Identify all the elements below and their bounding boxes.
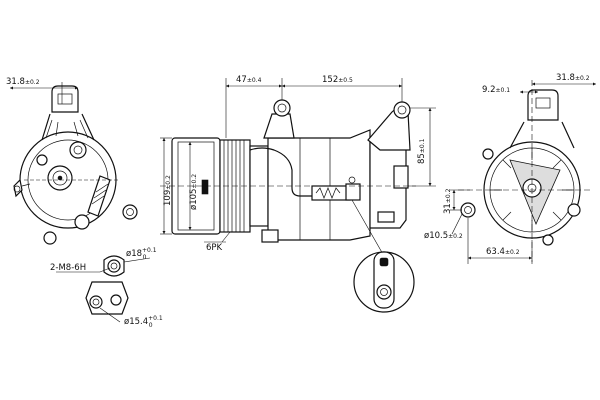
connector-screw bbox=[348, 176, 356, 184]
detail-pin bbox=[379, 257, 389, 267]
detail-port-inner bbox=[380, 288, 388, 296]
belt-label: 6PK bbox=[206, 243, 223, 253]
outer-dia-label: 109±0.2 bbox=[163, 175, 173, 206]
port-dia-1-leader bbox=[123, 257, 151, 263]
bolt-spacing-label: 63.4±0.2 bbox=[486, 247, 520, 257]
side-view: 47±0.4 152±0.5 85±0.1 109±0.2 ø105±0.2 6… bbox=[160, 75, 436, 257]
wire-spring bbox=[315, 187, 341, 199]
wire-harness bbox=[249, 147, 340, 197]
rear-mount-hole bbox=[393, 101, 411, 119]
left-top-ribs-inner bbox=[45, 119, 89, 139]
mount-height-label: 85±0.1 bbox=[417, 138, 427, 164]
detail-port bbox=[376, 284, 392, 300]
front-mount-ear bbox=[263, 113, 295, 139]
front-offset-label: 47±0.4 bbox=[236, 75, 262, 85]
port-upper-hole bbox=[107, 259, 121, 273]
left-hub-center bbox=[57, 175, 63, 181]
port-dia-2-leader bbox=[99, 307, 121, 323]
right-small-label: 9.2±0.1 bbox=[482, 85, 510, 95]
left-top-mount-slot bbox=[57, 93, 73, 105]
left-view: 31.8±0.2 bbox=[6, 77, 138, 245]
pulley-clutch-mark bbox=[201, 179, 209, 195]
left-hub-inner bbox=[52, 170, 68, 186]
port-upper-hole-inner bbox=[110, 262, 118, 270]
right-top-ribs bbox=[509, 121, 575, 149]
left-bolt-3-inner bbox=[126, 208, 134, 216]
left-bolt-1 bbox=[36, 154, 48, 166]
pulley-dia-label: ø105±0.2 bbox=[189, 174, 199, 210]
detail-leader bbox=[351, 199, 385, 257]
left-fitting-thread bbox=[91, 183, 109, 205]
left-top-ribs bbox=[41, 113, 95, 141]
wire-connector bbox=[311, 185, 351, 201]
right-bolt-left bbox=[460, 202, 476, 218]
right-bolt-right bbox=[567, 203, 581, 217]
right-bolt-bottom bbox=[542, 234, 554, 246]
left-top-mount bbox=[51, 85, 79, 113]
left-side-ear bbox=[13, 178, 23, 198]
thread-leader bbox=[99, 267, 111, 273]
front-mount-hole-inner bbox=[277, 103, 287, 113]
left-fitting-base bbox=[74, 214, 90, 230]
left-fitting bbox=[87, 175, 111, 217]
left-upper-port bbox=[69, 141, 87, 159]
rear-bolt bbox=[377, 211, 395, 223]
right-bolt-left-inner bbox=[464, 206, 472, 214]
belt-leader bbox=[221, 231, 231, 243]
left-bolt-2 bbox=[43, 231, 57, 245]
front-mount-hole bbox=[273, 99, 291, 117]
right-view: 9.2±0.1 31.8±0.2 31±0.2 ø10.5±0.2 63.4±0… bbox=[424, 73, 596, 264]
left-upper-port-inner bbox=[73, 145, 83, 155]
port-lower-hole-2 bbox=[110, 294, 122, 306]
port-lower-hole-1 bbox=[89, 295, 103, 309]
right-small-ear bbox=[482, 148, 494, 160]
left-width-label: 31.8±0.2 bbox=[6, 77, 40, 87]
bottom-bolt bbox=[261, 229, 279, 243]
rear-mount-hole-inner bbox=[397, 105, 407, 115]
left-side-ear-hole bbox=[13, 185, 21, 193]
thread-label: 2-M8-6H bbox=[50, 263, 86, 273]
rear-valve bbox=[393, 165, 409, 189]
left-ear-link bbox=[21, 183, 31, 187]
right-top-mount-slot bbox=[535, 97, 551, 109]
right-width-label: 31.8±0.2 bbox=[556, 73, 590, 83]
body-length-label: 152±0.5 bbox=[322, 75, 353, 85]
port-height-label: 31±0.2 bbox=[443, 188, 453, 214]
left-bolt-3 bbox=[122, 204, 138, 220]
bolt-dia-label: ø10.5±0.2 bbox=[424, 231, 463, 241]
port-lower-hole-1-inner bbox=[92, 298, 100, 306]
bolt-dia-leader bbox=[451, 213, 463, 235]
right-top-mount bbox=[527, 89, 559, 121]
detail-view bbox=[353, 251, 415, 313]
connector-cap bbox=[345, 183, 361, 201]
